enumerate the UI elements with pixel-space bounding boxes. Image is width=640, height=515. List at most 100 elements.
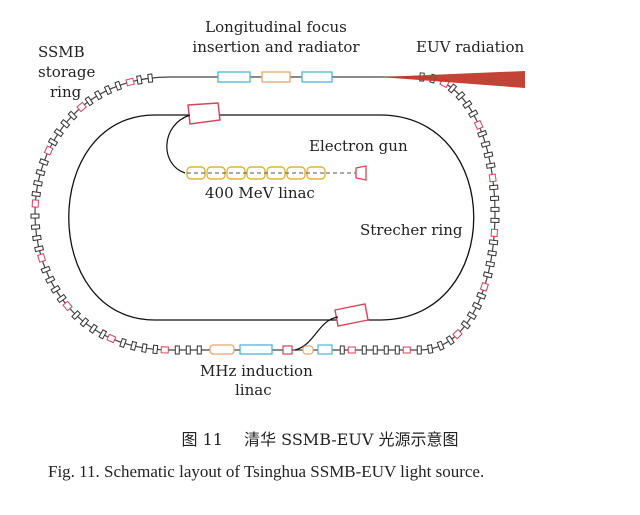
quadrupole-magnet <box>196 345 202 355</box>
quadrupole-magnet <box>50 284 61 294</box>
strecher-ring-outline <box>68 114 475 321</box>
dipole-magnet <box>106 333 117 344</box>
induction-transfer-line <box>294 316 339 351</box>
insertion-module-blue <box>217 71 251 83</box>
caption-figure-number: 图 11 <box>181 430 223 449</box>
quadrupole-magnet <box>372 345 378 355</box>
induction-module-blue <box>239 344 273 355</box>
dipole-magnet <box>125 77 135 87</box>
quadrupole-magnet <box>45 275 56 284</box>
quadrupole-magnet <box>383 345 389 355</box>
quadrupole-magnet <box>30 224 41 230</box>
quadrupole-magnet <box>33 179 43 187</box>
ssmb-euv-schematic: SSMB storage ring Longitudinal focus ins… <box>30 18 525 399</box>
caption-english: Fig. 11. Schematic layout of Tsinghua SS… <box>48 462 485 481</box>
focus-label-line-2: insertion and radiator <box>192 38 360 56</box>
quadrupole-magnet <box>339 345 345 355</box>
longitudinal-focus-insertion <box>217 71 333 83</box>
quadrupole-magnet <box>476 291 487 300</box>
quadrupole-magnet <box>489 195 500 202</box>
induction-module-orange-2 <box>302 345 314 355</box>
ring-label-line-2: storage <box>38 63 95 81</box>
quadrupole-magnet <box>53 128 64 138</box>
quadrupole-magnet <box>490 206 500 212</box>
caption-chinese-title: 清华 SSMB-EUV 光源示意图 <box>244 430 459 449</box>
quadrupole-magnet <box>460 320 471 330</box>
linac-400mev <box>186 166 327 180</box>
quadrupole-magnet <box>462 99 473 110</box>
dipole-magnet <box>473 119 484 131</box>
quadrupole-magnet <box>88 323 98 334</box>
dipole-magnet <box>488 173 497 183</box>
quadrupole-magnet <box>447 83 458 94</box>
induction-module-orange <box>209 344 235 355</box>
quadrupole-magnet <box>30 213 40 219</box>
quadrupole-magnet <box>485 162 496 169</box>
quadrupole-magnet <box>482 271 493 279</box>
quadrupole-magnet <box>466 311 477 321</box>
induction-label-line-2: linac <box>235 381 272 399</box>
radiator-module <box>301 71 333 83</box>
quadrupole-magnet <box>130 340 138 351</box>
quadrupole-magnet <box>67 110 78 121</box>
quadrupole-magnet <box>426 344 434 354</box>
dipole-magnet <box>402 346 411 354</box>
quadrupole-magnet <box>483 151 494 159</box>
dipole-magnet <box>347 346 356 354</box>
euv-label: EUV radiation <box>416 38 525 56</box>
euv-radiation-beam <box>380 71 525 88</box>
quadrupole-magnet <box>35 168 46 177</box>
quadrupole-magnet <box>32 234 42 242</box>
storage-ring-magnets <box>30 72 500 355</box>
quadrupole-magnet <box>60 119 71 129</box>
injection-kicker-top <box>166 102 221 174</box>
focus-label-line-1: Longitudinal focus <box>205 18 347 36</box>
dipole-magnet <box>31 199 40 208</box>
quadrupole-magnet <box>71 310 82 320</box>
ring-label-line-1: SSMB <box>38 43 85 61</box>
induction-module-red <box>282 345 293 355</box>
quadrupole-magnet <box>436 340 445 351</box>
quadrupole-magnet <box>103 84 113 96</box>
quadrupole-magnet <box>485 260 496 268</box>
quadrupole-magnet <box>136 74 143 85</box>
dipole-magnet <box>160 346 169 354</box>
quadrupole-magnet <box>47 137 59 147</box>
quadrupole-magnet <box>471 301 483 311</box>
dipole-magnet <box>452 328 463 340</box>
quadrupole-magnet <box>488 239 499 246</box>
quadrupole-magnet <box>489 184 499 191</box>
dipole-magnet <box>62 300 73 312</box>
quadrupole-magnet <box>56 293 67 304</box>
caption-chinese: 图 11 清华 SSMB-EUV 光源示意图 <box>0 426 640 450</box>
quadrupole-magnet <box>445 335 455 346</box>
quadrupole-magnet <box>477 129 488 138</box>
quadrupole-magnet <box>361 345 367 355</box>
strecher-ring-label: Strecher ring <box>360 221 463 239</box>
linac-cell <box>266 166 286 180</box>
dipole-magnet <box>490 228 499 238</box>
quadrupole-magnet <box>487 250 497 257</box>
insertion-module-orange <box>261 71 291 83</box>
quadrupole-magnet <box>79 317 90 328</box>
quadrupole-magnet <box>31 191 42 198</box>
quadrupole-magnet <box>141 343 148 353</box>
dipole-magnet <box>479 281 489 292</box>
quadrupole-magnet <box>468 109 479 119</box>
quadrupole-magnet <box>394 345 400 355</box>
dipole-magnet <box>76 101 87 113</box>
induction-linac-modules <box>209 344 333 355</box>
quadrupole-magnet <box>455 91 466 101</box>
quadrupole-magnet <box>416 345 422 355</box>
quadrupole-magnet <box>174 345 180 355</box>
quadrupole-magnet <box>84 96 94 107</box>
linac-transfer-line <box>166 114 191 174</box>
injection-kicker-bottom <box>294 303 369 351</box>
quadrupole-magnet <box>490 217 500 223</box>
induction-module-blue-2 <box>317 344 333 355</box>
quadrupole-magnet <box>34 245 45 253</box>
linac-label: 400 MeV linac <box>205 184 315 202</box>
quadrupole-magnet <box>114 80 123 91</box>
quadrupole-magnet <box>480 140 491 148</box>
